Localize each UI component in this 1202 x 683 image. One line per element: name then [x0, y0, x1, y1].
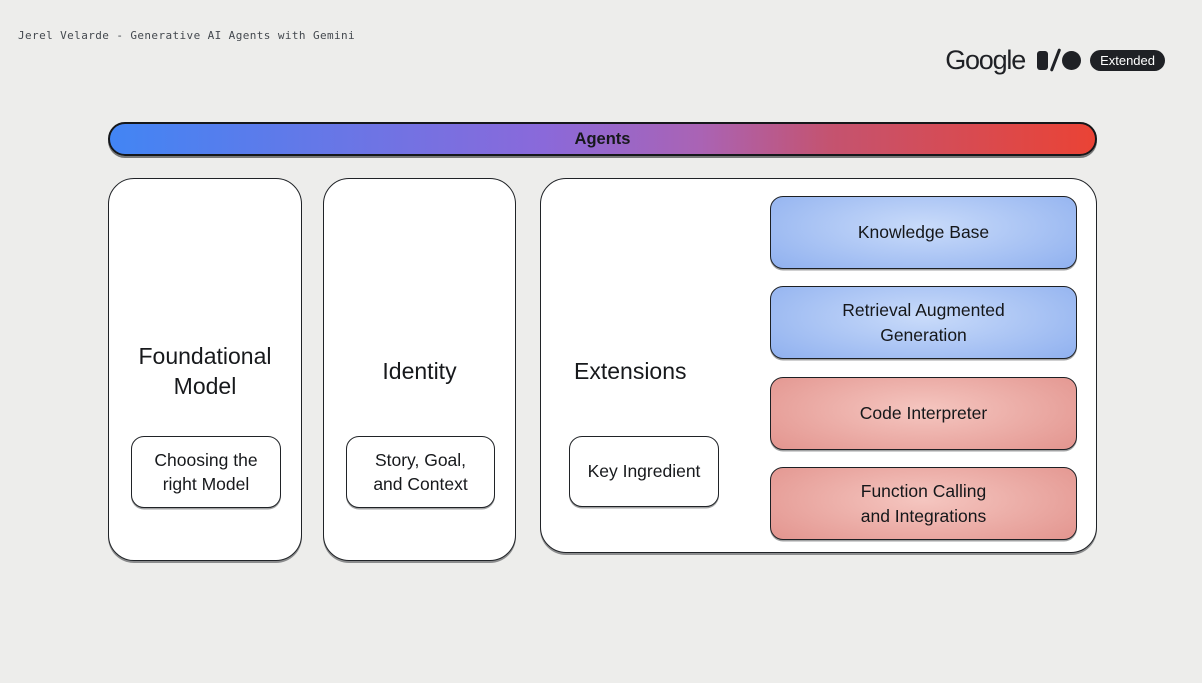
io-bar-icon: [1037, 50, 1049, 70]
foundational-model-box: Foundational Model Choosing the right Mo…: [108, 178, 302, 561]
extended-badge: Extended: [1090, 49, 1165, 71]
io-dot-icon: [1062, 50, 1082, 70]
function-calling-integrations-label: Function Calling and Integrations: [860, 481, 987, 526]
story-goal-context-chip: Story, Goal, and Context: [346, 436, 495, 508]
io-slash-icon: [1049, 48, 1062, 72]
extensions-title-text: Extensions: [574, 357, 687, 384]
identity-box: Identity Story, Goal, and Context: [323, 178, 516, 561]
extensions-box: Extensions Key Ingredient Knowledge Base…: [540, 178, 1097, 553]
io-mark-icon: [1037, 48, 1082, 72]
function-calling-integrations-pill: Function Calling and Integrations: [770, 467, 1077, 540]
presentation-title: Jerel Velarde - Generative AI Agents wit…: [18, 29, 356, 42]
code-interpreter-label: Code Interpreter: [859, 403, 988, 424]
foundational-model-title-text: Foundational Model: [138, 342, 272, 399]
identity-title-text: Identity: [382, 357, 457, 384]
key-ingredient-chip: Key Ingredient: [569, 436, 719, 507]
retrieval-augmented-generation-pill: Retrieval Augmented Generation: [770, 286, 1077, 359]
identity-title: Identity: [324, 331, 515, 411]
google-io-extended-logo: Google Extended: [945, 44, 1165, 76]
key-ingredient-chip-label: Key Ingredient: [587, 461, 701, 482]
knowledge-base-pill: Knowledge Base: [770, 196, 1077, 269]
choosing-right-model-chip-label: Choosing the right Model: [154, 449, 258, 494]
knowledge-base-label: Knowledge Base: [857, 222, 990, 243]
agents-banner-label: Agents: [574, 129, 631, 148]
agents-banner: Agents: [108, 122, 1097, 156]
foundational-model-title: Foundational Model: [109, 331, 301, 411]
code-interpreter-pill: Code Interpreter: [770, 377, 1077, 450]
story-goal-context-chip-label: Story, Goal, and Context: [373, 449, 468, 494]
extensions-title: Extensions: [541, 331, 1096, 411]
google-logo: Google: [945, 44, 1026, 75]
choosing-right-model-chip: Choosing the right Model: [131, 436, 281, 508]
retrieval-augmented-generation-label: Retrieval Augmented Generation: [842, 300, 1005, 345]
